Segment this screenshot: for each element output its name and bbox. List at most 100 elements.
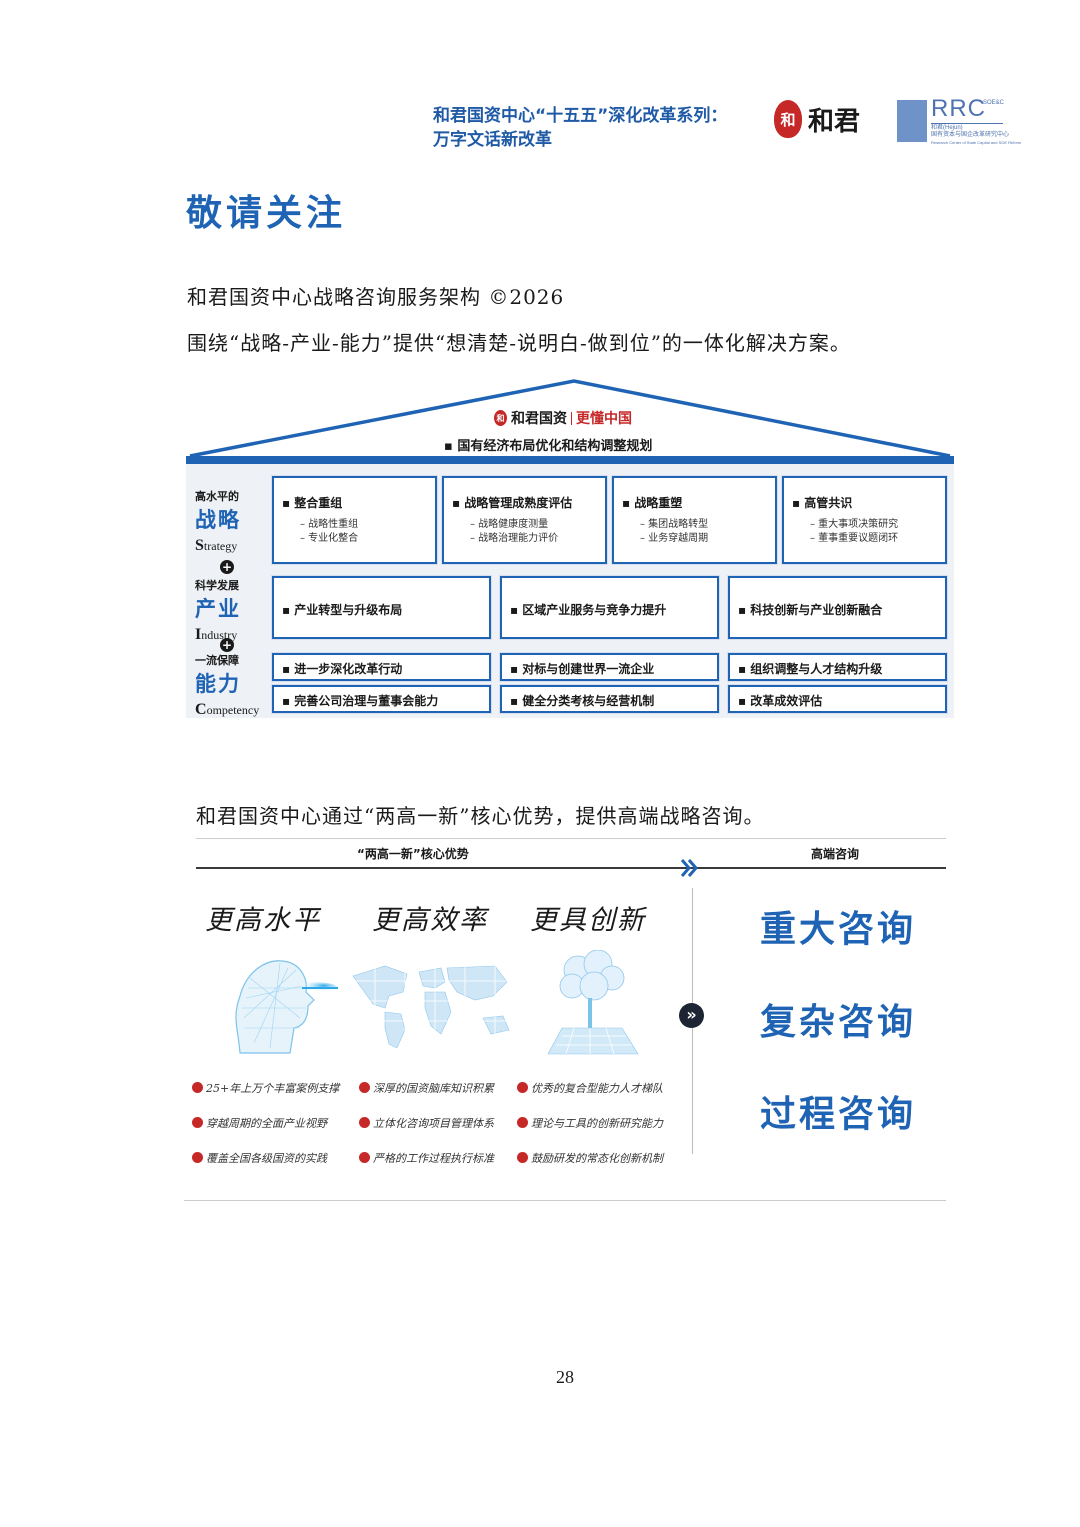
box-sub-item: – 战略治理能力评价 [470,533,559,544]
page-number: 28 [556,1367,574,1387]
box-sub-item: – 战略健康度测量 [470,519,549,530]
rrc-logo-block [897,100,927,142]
chevron-right-icon [680,859,698,877]
hejun-bullet-icon [359,1082,370,1093]
box-sub-item: – 业务穿越周期 [640,533,709,544]
hejun-bullet-icon [359,1117,370,1128]
competency-box: ▪ 健全分类考核与经营机制 [500,685,719,713]
box-title: ▪ 改革成效评估 [738,694,823,708]
roof-seal-icon: 和 [494,410,507,426]
advantages-left-label: “两高一新”核心优势 [357,847,469,861]
box-title: ▪ 组织调整与人才结构升级 [738,662,883,676]
advantage-list-innovation: 优秀的复合型能力人才梯队 理论与工具的创新研究能力 鼓励研发的常态化创新机制 [517,1070,663,1175]
box-title: ▪ 完善公司治理与董事会能力 [282,694,439,708]
box-sub-item: – 董事重要议题闭环 [810,533,899,544]
box-title: ▪ 健全分类考核与经营机制 [510,694,655,708]
consult-major: 重大咨询 [760,909,917,950]
hejun-bullet-icon [517,1082,528,1093]
box-title: ▪ 科技创新与产业创新融合 [738,603,883,617]
strategy-box-integration: ▪ 整合重组 – 战略性重组 – 专业化整合 [272,476,437,564]
list-item: 理论与工具的创新研究能力 [517,1105,663,1140]
competency-label: 能力 [195,672,241,696]
competency-box: ▪ 进一步深化改革行动 [272,653,491,681]
box-title: ▪ 进一步深化改革行动 [282,662,403,676]
roof-brand-name: 和君国资 [511,411,567,427]
row-label-competency: 一流保障 能力 Competency [195,652,259,719]
box-title: ▪ 区域产业服务与竞争力提升 [510,603,667,617]
list-item: 立体化咨询项目管理体系 [359,1105,494,1140]
ai-head-illustration [235,960,338,1054]
consult-process: 过程咨询 [760,1094,917,1135]
competency-box: ▪ 对标与创建世界一流企业 [500,653,719,681]
header-subtitle: 万字文话新改革 [433,130,552,150]
box-sub-item: – 重大事项决策研究 [810,519,899,530]
strategy-qualifier: 高水平的 [195,490,239,503]
innovation-tree-illustration [547,950,639,1055]
advantages-caption: 和君国资中心通过“两高一新”核心优势，提供高端战略咨询。 [196,804,765,828]
list-item: 穿越周期的全面产业视野 [192,1105,339,1140]
industry-box: ▪ 区域产业服务与竞争力提升 [500,576,719,639]
advantage-list-level: 25+年上万个丰富案例支撑 穿越周期的全面产业视野 覆盖全国各级国资的实践 [192,1070,339,1175]
plus-icon: + [220,560,234,574]
strategy-label: 战略 [195,508,241,532]
advantage-list-efficiency: 深厚的国资脑库知识积累 立体化咨询项目管理体系 严格的工作过程执行标准 [359,1070,494,1175]
list-item: 25+年上万个丰富案例支撑 [192,1070,339,1105]
competency-english: Competency [195,701,260,718]
box-title: ▪ 对标与创建世界一流企业 [510,662,655,676]
page-title: 敬请关注 [186,193,347,234]
plus-icon: + [220,638,234,652]
list-item: 严格的工作过程执行标准 [359,1140,494,1175]
hejun-seal-icon: 和 [774,100,802,138]
strategy-english: Strategy [195,537,238,554]
box-sub-item: – 专业化整合 [300,533,359,544]
industry-label: 产业 [195,597,241,621]
industry-qualifier: 科学发展 [195,579,239,592]
roof-planning-item: ▪ 国有经济布局优化和结构调整规划 [444,439,653,454]
advantages-top-rule [196,838,946,839]
strategy-box-reshape: ▪ 战略重塑 – 集团战略转型 – 业务穿越周期 [612,476,777,564]
advantages-right-label: 高端咨询 [811,847,860,861]
hejun-logo: 和 和君 [774,100,860,138]
column-head-higher-level: 更高水平 [205,905,321,936]
box-sub-item: – 集团战略转型 [640,519,709,530]
box-title: ▪ 整合重组 [282,496,343,510]
framework-roof [186,379,954,464]
header-series-title: 和君国资中心“十五五”深化改革系列： [433,106,728,126]
strategy-box-maturity: ▪ 战略管理成熟度评估 – 战略健康度测量 – 战略治理能力评价 [442,476,607,564]
hejun-bullet-icon [517,1117,528,1128]
strategy-box-consensus: ▪ 高管共识 – 重大事项决策研究 – 董事重要议题闭环 [782,476,947,564]
hejun-logo-text: 和君 [808,106,861,137]
industry-english: Industry [195,626,238,643]
row-label-strategy: 高水平的 战略 Strategy [195,488,241,555]
hejun-bullet-icon [192,1117,203,1128]
arrow-right-icon: » [679,1003,704,1028]
world-map-illustration [345,956,515,1051]
industry-box: ▪ 科技创新与产业创新融合 [728,576,947,639]
framework-caption: 和君国资中心战略咨询服务架构 ©2026 [187,285,565,309]
list-item: 鼓励研发的常态化创新机制 [517,1140,663,1175]
rrc-divider [931,123,1003,124]
industry-box: ▪ 产业转型与升级布局 [272,576,491,639]
column-head-higher-efficiency: 更高效率 [372,905,488,936]
roof-brand: 和 和君国资 更懂中国 [494,408,632,428]
rrc-sub-3: Research Center of State Capital and SOE… [931,140,1022,145]
box-title: ▪ 产业转型与升级布局 [282,603,403,617]
competency-box: ▪ 组织调整与人才结构升级 [728,653,947,681]
consult-complex: 复杂咨询 [760,1002,917,1043]
box-title: ▪ 战略管理成熟度评估 [452,496,573,510]
rrc-logo-sup: SOE&C [983,100,1005,106]
list-item: 深厚的国资脑库知识积累 [359,1070,494,1105]
hejun-bullet-icon [192,1082,203,1093]
rrc-sub-1: 和君(Hejun) [931,125,963,131]
hejun-bullet-icon [359,1152,370,1163]
column-head-more-innovative: 更具创新 [530,905,646,936]
competency-qualifier: 一流保障 [195,654,239,667]
service-framework-diagram: 和 和君国资 更懂中国 ▪ 国有经济布局优化和结构调整规划 高水平的 战略 St… [186,376,954,718]
box-sub-item: – 战略性重组 [300,519,359,530]
rrc-logo-text: RRC [931,95,986,122]
list-item: 覆盖全国各级国资的实践 [192,1140,339,1175]
roof-slogan: 更懂中国 [576,411,632,427]
advantages-bottom-rule [184,1200,946,1201]
framework-description: 围绕“战略-产业-能力”提供“想清楚-说明白-做到位”的一体化解决方案。 [187,331,851,355]
box-title: ▪ 战略重塑 [622,496,683,510]
